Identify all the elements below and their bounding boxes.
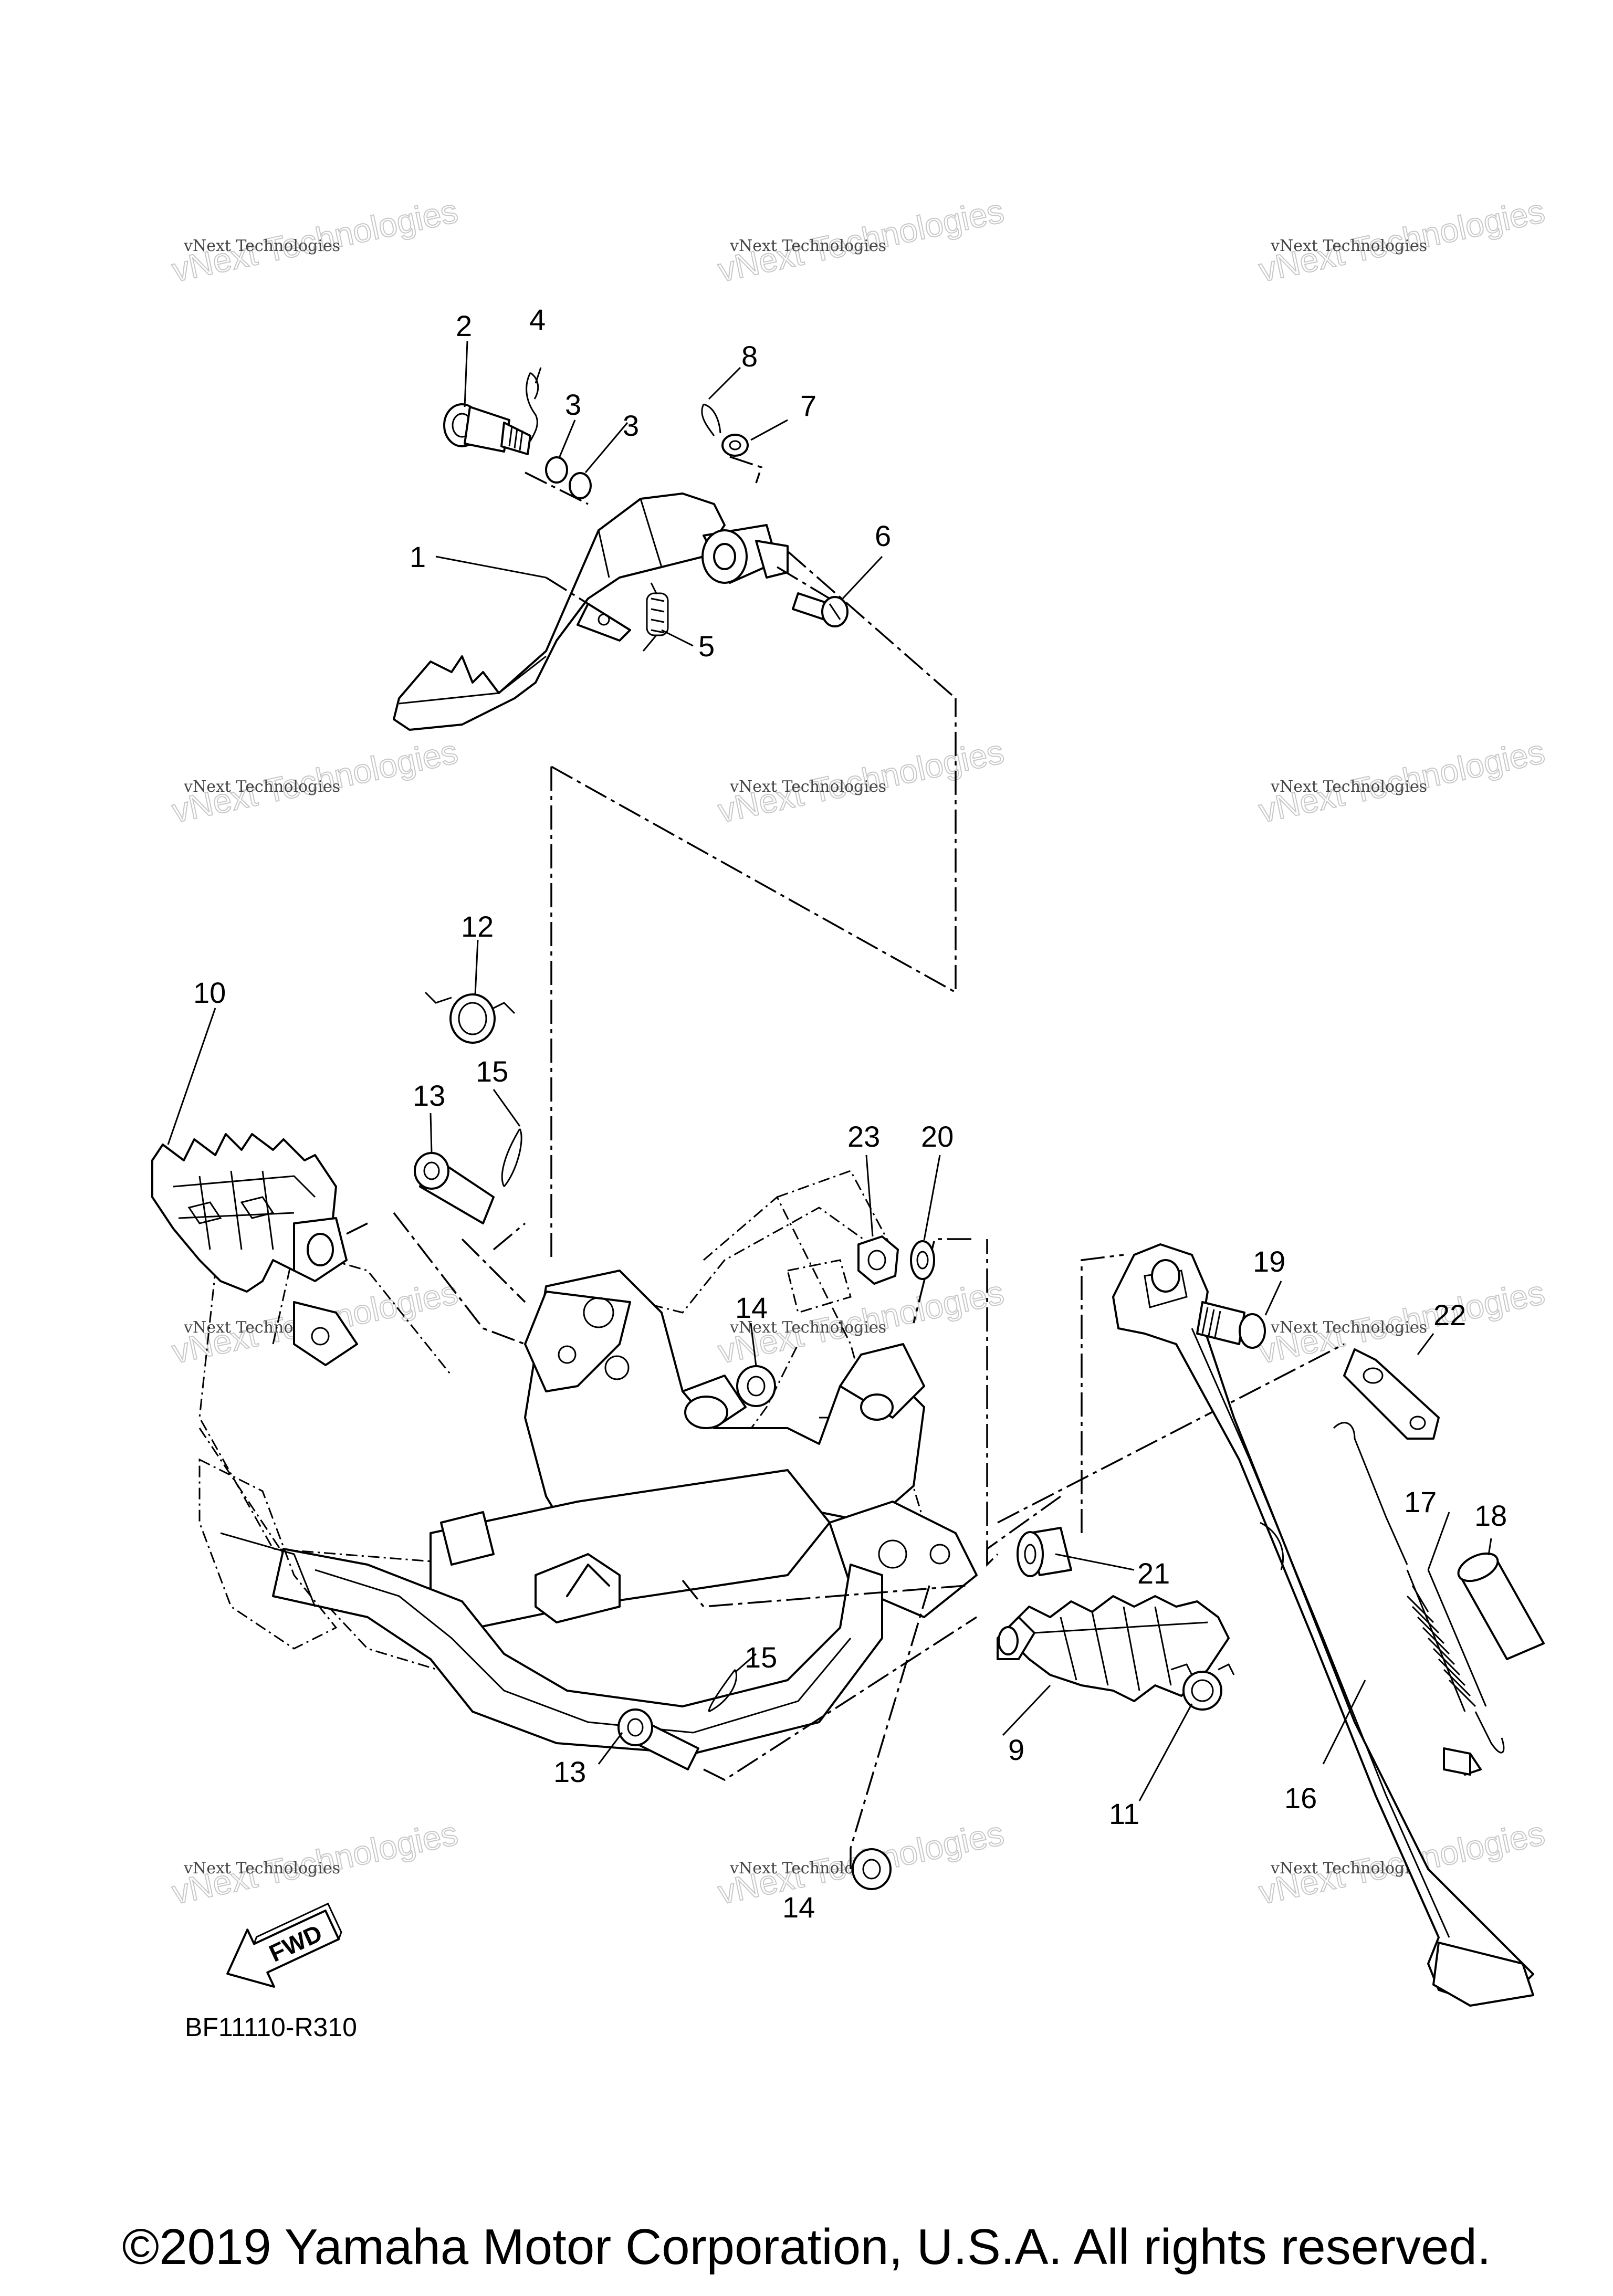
cotter-pin-8 xyxy=(701,403,721,436)
cotter-pin-15-upper xyxy=(501,1128,522,1187)
pivot-bolt xyxy=(443,403,531,455)
sidestand-spring-17 xyxy=(1333,1422,1505,1776)
footrest-left xyxy=(151,1133,348,1293)
svg-text:vNext Technologies: vNext Technologies xyxy=(1270,237,1427,255)
leader-lines xyxy=(167,341,1492,1801)
fwd-arrow-icon: FWD xyxy=(226,1902,342,1988)
sidestand-plate-22 xyxy=(1343,1348,1440,1440)
footrest-spring-12 xyxy=(424,991,516,1044)
collar-14-upper xyxy=(736,1365,776,1407)
r-clip xyxy=(526,372,539,442)
collar-18 xyxy=(1457,1552,1545,1660)
watermark: vNext Technologies vNext Technologies xyxy=(168,191,462,290)
watermark: vNext Technologies vNext Technologies xyxy=(1255,1273,1548,1371)
nut-23 xyxy=(857,1235,899,1285)
callout-5: 5 xyxy=(698,630,715,663)
callout-7: 7 xyxy=(800,389,816,422)
footrest-pin-13-upper xyxy=(414,1152,495,1224)
callout-23: 23 xyxy=(847,1120,880,1153)
footrest-right xyxy=(997,1595,1230,1702)
callout-2: 2 xyxy=(456,309,472,342)
callout-3b: 3 xyxy=(623,409,639,442)
washer-7 xyxy=(721,434,749,457)
callout-14b: 14 xyxy=(782,1891,815,1924)
svg-text:vNext Technologies: vNext Technologies xyxy=(729,778,886,796)
o-ring-pair xyxy=(545,456,592,499)
assembly-lines xyxy=(346,456,1345,1869)
footrest-spring-11 xyxy=(1170,1663,1235,1711)
watermark: vNext Technologies vNext Technologies xyxy=(714,191,1008,290)
callout-11: 11 xyxy=(1109,1797,1139,1830)
callout-8: 8 xyxy=(741,340,758,373)
callouts: 1 2 3 3 4 5 6 7 8 9 10 11 12 13 13 14 14… xyxy=(193,303,1507,1924)
watermark: vNext Technologies vNext Technologies xyxy=(1255,732,1548,831)
callout-15a: 15 xyxy=(476,1055,508,1088)
callout-3a: 3 xyxy=(565,388,581,421)
svg-text:vNext Technologies: vNext Technologies xyxy=(729,1318,886,1337)
callout-18: 18 xyxy=(1474,1499,1507,1532)
callout-6: 6 xyxy=(875,519,891,552)
collar-14-lower xyxy=(852,1848,892,1890)
callout-17: 17 xyxy=(1404,1485,1437,1518)
watermark: vNext Technologies vNext Technologies xyxy=(714,732,1008,831)
callout-10: 10 xyxy=(193,976,226,1009)
callout-14a: 14 xyxy=(735,1291,768,1324)
callout-1: 1 xyxy=(410,540,426,573)
sidestand xyxy=(1112,1243,1534,2007)
callout-22: 22 xyxy=(1433,1298,1466,1332)
collar-21 xyxy=(1017,1527,1072,1577)
watermark: vNext Technologies vNext Technologies xyxy=(168,732,462,831)
callout-20: 20 xyxy=(921,1120,954,1153)
washer-20 xyxy=(910,1240,935,1280)
cotter-pin-15-lower xyxy=(708,1669,738,1713)
watermark: vNext Technologies vNext Technologies xyxy=(168,1813,462,1912)
callout-16: 16 xyxy=(1284,1781,1317,1815)
svg-text:vNext Technologies: vNext Technologies xyxy=(729,237,886,255)
return-spring xyxy=(642,582,669,652)
svg-text:vNext Technologies: vNext Technologies xyxy=(183,237,340,255)
callout-13b: 13 xyxy=(553,1755,586,1788)
footrest-pin-13-lower xyxy=(617,1708,699,1770)
callout-19: 19 xyxy=(1253,1245,1285,1278)
callout-4: 4 xyxy=(529,303,546,336)
brake-pedal xyxy=(393,471,830,731)
copyright-notice: ©2019 Yamaha Motor Corporation, U.S.A. A… xyxy=(122,2219,1491,2275)
callout-21: 21 xyxy=(1137,1557,1170,1590)
svg-text:vNext Technologies: vNext Technologies xyxy=(1270,778,1427,796)
svg-text:vNext Technologies: vNext Technologies xyxy=(183,778,340,796)
clevis-pin xyxy=(792,592,849,627)
svg-text:vNext Technologies: vNext Technologies xyxy=(1270,1859,1427,1878)
part-code: BF11110-R310 xyxy=(185,2012,357,2042)
callout-15b: 15 xyxy=(745,1641,777,1674)
frame-body xyxy=(198,1270,978,1755)
sidestand-bolt-19 xyxy=(1196,1301,1266,1349)
svg-text:vNext Technologies: vNext Technologies xyxy=(183,1859,340,1878)
callout-12: 12 xyxy=(461,910,494,943)
svg-text:vNext Technologies: vNext Technologies xyxy=(1270,1318,1427,1337)
watermark: vNext Technologies vNext Technologies xyxy=(1255,191,1548,290)
callout-13a: 13 xyxy=(413,1079,445,1112)
callout-9: 9 xyxy=(1008,1733,1024,1766)
